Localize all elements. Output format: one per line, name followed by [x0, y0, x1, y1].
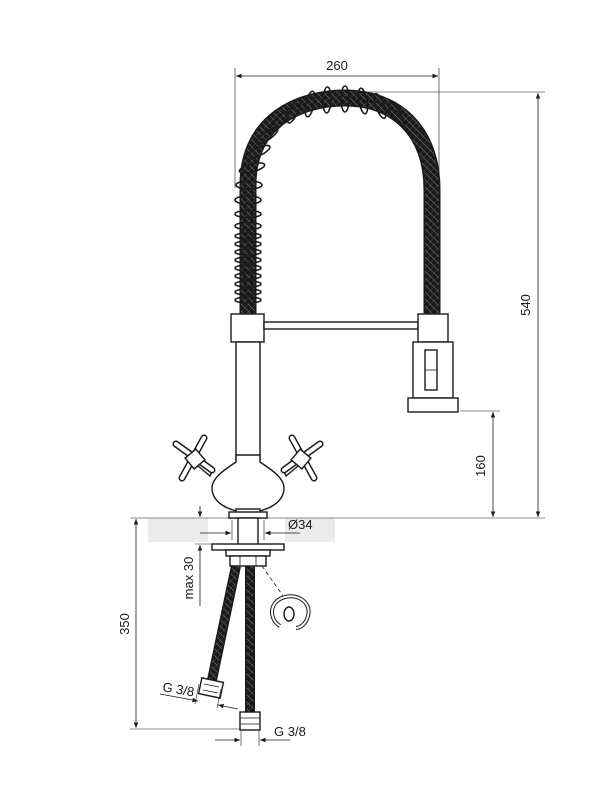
thread-hose-label: G 3/8: [161, 679, 195, 699]
dimension-hose-length: 350: [117, 519, 240, 730]
spring-coils: [234, 85, 405, 304]
hose-length-label: 350: [117, 613, 132, 635]
thread-bottom-label: G 3/8: [274, 724, 306, 739]
spout-reach-label: 260: [326, 58, 348, 73]
spring-hose: [234, 85, 441, 318]
dimension-thread-hose: G 3/8: [159, 679, 239, 710]
mounting-hardware: [211, 517, 285, 567]
support-arm: [263, 321, 419, 330]
worktop-surface: [130, 517, 545, 542]
outlet-height-label: 160: [473, 455, 488, 477]
right-handle: [280, 434, 324, 482]
fixing-clip: [261, 565, 311, 630]
hole-diameter-label: Ø34: [288, 517, 313, 532]
spray-head: [407, 313, 459, 413]
total-height-label: 540: [518, 294, 533, 316]
dimension-spout-reach: 260: [234, 58, 440, 190]
dimension-outlet-height: 160: [460, 410, 500, 517]
supply-hoses: [197, 564, 261, 731]
faucet-body: [211, 313, 285, 519]
dimension-hole-diameter: Ø34: [200, 517, 313, 540]
max-thickness-label: max 30: [181, 557, 196, 600]
dimension-total-height: 540: [360, 91, 545, 517]
dimension-max-thickness: max 30: [181, 506, 215, 606]
dimension-thread-bottom: G 3/8: [215, 724, 306, 746]
left-handle: [172, 434, 216, 482]
